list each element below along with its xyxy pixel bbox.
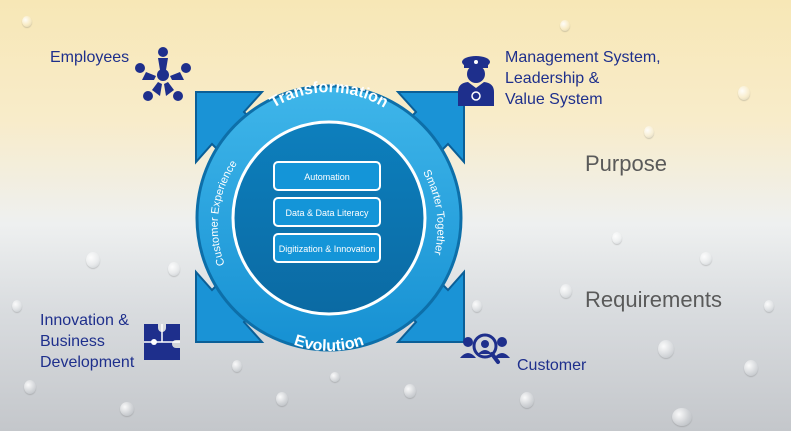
water-drop bbox=[764, 300, 774, 312]
water-drop bbox=[700, 252, 712, 265]
water-drop bbox=[560, 20, 570, 31]
pillar-box: Automation bbox=[273, 161, 381, 191]
water-drop bbox=[330, 372, 340, 382]
innovation-label: Innovation & Business Development bbox=[40, 310, 134, 373]
water-drop bbox=[560, 284, 572, 298]
pillar-box: Digitization & Innovation bbox=[273, 233, 381, 263]
customer-search-icon bbox=[460, 333, 510, 364]
captain-icon bbox=[458, 56, 494, 106]
water-drop bbox=[168, 262, 180, 276]
employees-label: Employees bbox=[50, 49, 130, 66]
people-circle-icon bbox=[135, 47, 191, 101]
water-drop bbox=[672, 408, 692, 426]
water-drop bbox=[520, 392, 534, 408]
management-label-line: Management System, bbox=[505, 49, 661, 66]
water-drop bbox=[744, 360, 758, 376]
innovation-label-line: Business bbox=[40, 333, 105, 350]
water-drop bbox=[22, 16, 32, 27]
management-label-line: Value System bbox=[505, 91, 603, 108]
ring-label-bottom: Evolution bbox=[292, 332, 366, 355]
pillar-label: Data & Data Literacy bbox=[285, 208, 369, 218]
water-drop bbox=[232, 360, 242, 372]
customer-label: Customer bbox=[517, 357, 587, 374]
innovation-label-line: Innovation & bbox=[40, 312, 129, 329]
water-drop bbox=[472, 300, 482, 312]
water-drop bbox=[276, 392, 288, 406]
pillar-label: Automation bbox=[304, 172, 350, 182]
management-label-line: Leadership & bbox=[505, 70, 600, 87]
water-drop bbox=[612, 232, 622, 244]
water-drop bbox=[644, 126, 654, 138]
water-drop bbox=[120, 402, 134, 416]
innovation-label-line: Development bbox=[40, 354, 135, 371]
purpose-label: Purpose bbox=[585, 151, 667, 176]
water-drop bbox=[12, 300, 22, 312]
pillar-label: Digitization & Innovation bbox=[279, 244, 376, 254]
water-drop bbox=[658, 340, 674, 358]
pillar-box: Data & Data Literacy bbox=[273, 197, 381, 227]
water-drop bbox=[404, 384, 416, 398]
puzzle-icon bbox=[144, 324, 180, 360]
water-drop bbox=[24, 380, 36, 394]
requirements-label: Requirements bbox=[585, 287, 722, 312]
water-drop bbox=[738, 86, 750, 100]
management-label: Management System, Leadership & Value Sy… bbox=[505, 47, 661, 110]
water-drop bbox=[86, 252, 100, 268]
